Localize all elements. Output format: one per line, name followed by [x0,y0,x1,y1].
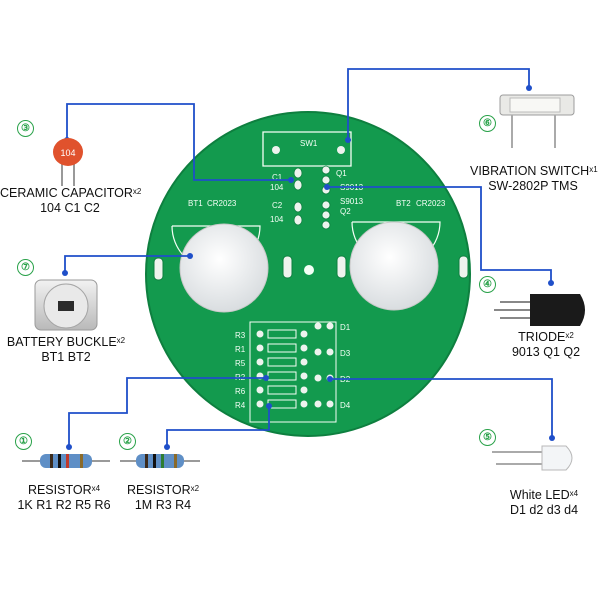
label-triode: TRIODEx2 9013 Q1 Q2 [496,330,596,360]
capacitor-desc: 104 C1 C2 [40,201,100,215]
svg-text:C2: C2 [272,201,283,210]
vibration-switch-image [499,94,575,148]
svg-text:Q1: Q1 [336,169,347,178]
label-vibration-switch: VIBRATION SWITCHx1 SW-2802P TMS [470,164,598,194]
svg-text:CR2023: CR2023 [416,199,446,208]
svg-text:D1: D1 [340,323,351,332]
svg-text:R6: R6 [235,387,246,396]
label-battery-buckle: BATTERY BUCKLEx2 BT1 BT2 [2,335,130,365]
resistor-1m-desc: 1M R3 R4 [134,498,192,512]
resistor-1m-qty: x2 [190,484,200,493]
resistor-1m-title: RESISTOR [126,483,191,497]
triode-desc: 9013 Q1 Q2 [511,345,581,359]
svg-text:SW1: SW1 [300,139,318,148]
label-resistor-1k: RESISTORx4 1K R1 R2 R5 R6 [5,483,123,513]
svg-text:BT1: BT1 [188,199,203,208]
white-led-image [492,445,573,471]
svg-text:C1: C1 [272,173,283,182]
triode-image [494,294,585,326]
number-badge-battery-buckle: ⑦ [17,259,34,276]
resistor-1m-image [120,454,200,468]
svg-text:104: 104 [270,215,284,224]
capacitor-qty: x2 [132,187,142,196]
triode-title: TRIODE [518,330,566,344]
resistor-1k-desc: 1K R1 R2 R5 R6 [17,498,111,512]
svg-text:104: 104 [270,183,284,192]
resistor-1k-image [22,454,110,468]
white-led-qty: x4 [569,489,579,498]
label-resistor-1m: RESISTORx2 1M R3 R4 [118,483,208,513]
number-badge-resistor-1k: ① [15,433,32,450]
number-badge-led: ⑤ [479,429,496,446]
label-white-led: White LEDx4 D1 d2 d3 d4 [494,488,594,518]
svg-text:Q2: Q2 [340,207,351,216]
svg-text:BT2: BT2 [396,199,411,208]
svg-text:S9013: S9013 [340,197,364,206]
vibration-switch-title: VIBRATION SWITCH [470,164,590,178]
number-badge-vibration-switch: ⑥ [479,115,496,132]
resistor-1k-qty: x4 [91,484,101,493]
triode-qty: x2 [565,331,574,340]
leader-lines [64,68,553,447]
vibration-switch-qty: x1 [589,165,598,174]
pcb-board: SW1 C1 104 C2 104 Q1 S9013 S9013 Q2 BT1 … [145,111,471,437]
label-ceramic-capacitor: CERAMIC CAPACITORx2 104 C1 C2 [0,186,142,216]
white-led-title: White LED [509,488,570,502]
number-badge-triode: ④ [479,276,496,293]
battery-buckle-image [34,279,98,331]
resistor-1k-title: RESISTOR [27,483,92,497]
battery-pad-bt2 [349,221,439,311]
battery-pad-bt1 [179,223,269,313]
battery-buckle-desc: BT1 BT2 [41,350,91,364]
svg-text:R5: R5 [235,359,246,368]
svg-text:D3: D3 [340,349,351,358]
battery-buckle-title: BATTERY BUCKLE [6,335,117,349]
vibration-switch-desc: SW-2802P TMS [488,179,578,193]
svg-text:104: 104 [60,148,75,158]
ceramic-capacitor-image: 104 [53,138,83,186]
battery-buckle-qty: x2 [116,336,126,345]
mounting-hole [304,265,314,275]
svg-text:R3: R3 [235,331,246,340]
number-badge-resistor-1m: ② [119,433,136,450]
white-led-desc: D1 d2 d3 d4 [509,503,579,517]
number-badge-capacitor: ③ [17,120,34,137]
svg-text:R1: R1 [235,345,246,354]
capacitor-title: CERAMIC CAPACITOR [0,186,133,200]
svg-text:CR2023: CR2023 [207,199,237,208]
svg-text:R4: R4 [235,401,246,410]
svg-text:D4: D4 [340,401,351,410]
